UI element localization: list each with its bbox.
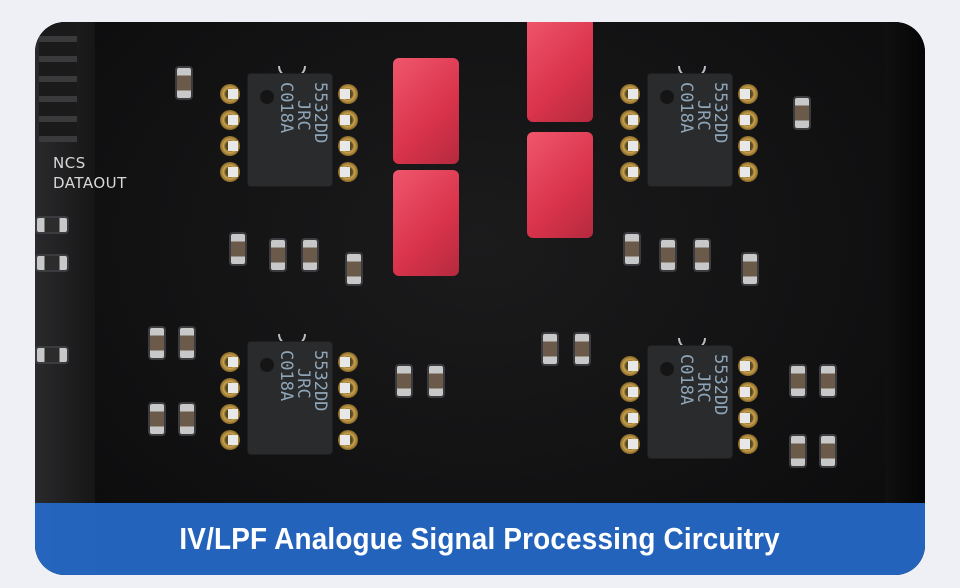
chip-pin <box>338 352 358 372</box>
smd-component <box>821 436 835 466</box>
smd-component <box>791 436 805 466</box>
chip-pin <box>738 162 758 182</box>
chip-pin <box>338 404 358 424</box>
smd-component <box>821 366 835 396</box>
smd-component <box>743 254 757 284</box>
chip-pin <box>738 382 758 402</box>
caption-text: IV/LPF Analogue Signal Processing Circui… <box>179 521 781 556</box>
smd-component <box>37 348 67 362</box>
chip-pin <box>620 382 640 402</box>
chip-pin <box>620 434 640 454</box>
film-capacitor <box>393 170 459 276</box>
smd-component <box>347 254 361 284</box>
chip-pin <box>220 352 240 372</box>
chip-pin <box>338 430 358 450</box>
caption-banner: IV/LPF Analogue Signal Processing Circui… <box>35 503 925 575</box>
film-capacitor <box>527 132 593 238</box>
chip-part <box>660 362 674 376</box>
smd-component <box>303 240 317 270</box>
smd-component <box>575 334 589 364</box>
chip-pin <box>620 84 640 104</box>
smd-component <box>37 256 67 270</box>
silkscreen-dataout: DATAOUT <box>53 174 127 192</box>
chip-pin <box>220 162 240 182</box>
smd-component <box>695 240 709 270</box>
chip-pin <box>738 434 758 454</box>
chip-pin <box>338 136 358 156</box>
smd-component <box>791 366 805 396</box>
smd-component <box>661 240 675 270</box>
smd-component <box>37 218 67 232</box>
chip-part <box>260 358 274 372</box>
pin-header <box>39 22 77 142</box>
film-capacitor <box>527 22 593 122</box>
chip-pin <box>220 404 240 424</box>
smd-component <box>429 366 443 396</box>
chip-pin <box>620 162 640 182</box>
chip-pin <box>738 356 758 376</box>
chip-pin <box>220 84 240 104</box>
smd-component <box>271 240 285 270</box>
chip-pin <box>338 110 358 130</box>
smd-component <box>180 404 194 434</box>
chip-pin <box>220 378 240 398</box>
chip-pin <box>738 84 758 104</box>
chip-pin <box>338 378 358 398</box>
chip-part <box>260 90 274 104</box>
silkscreen-ncs: NCS <box>53 154 86 172</box>
chip-pin <box>620 356 640 376</box>
chip-pin <box>738 136 758 156</box>
chip-pin <box>620 136 640 156</box>
chip-pin <box>220 110 240 130</box>
smd-component <box>180 328 194 358</box>
chip-pin <box>620 110 640 130</box>
smd-component <box>177 68 191 98</box>
chip-pin <box>738 110 758 130</box>
smd-component <box>543 334 557 364</box>
chip-pin <box>738 408 758 428</box>
smd-component <box>150 404 164 434</box>
smd-component <box>397 366 411 396</box>
chip-part <box>660 90 674 104</box>
chip-pin <box>338 84 358 104</box>
chip-pin <box>338 162 358 182</box>
smd-component <box>625 234 639 264</box>
film-capacitor <box>393 58 459 164</box>
chip-pin <box>620 408 640 428</box>
chip-pin <box>220 136 240 156</box>
smd-component <box>150 328 164 358</box>
smd-component <box>795 98 809 128</box>
board-edge <box>885 22 925 575</box>
chip-pin <box>220 430 240 450</box>
smd-component <box>231 234 245 264</box>
